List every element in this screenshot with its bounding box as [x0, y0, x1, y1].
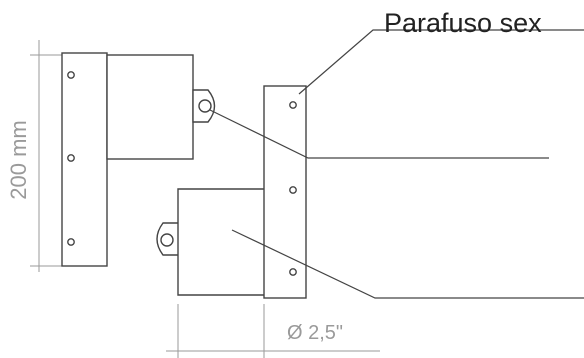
left-leaf-hole-top: [67, 71, 75, 79]
leader-lines: [209, 29, 584, 299]
height-dimension-label: 200 mm: [6, 120, 31, 199]
callout-top-label: Parafuso sex: [384, 8, 542, 38]
right-leaf-hole-top: [289, 101, 297, 109]
lower-hinge-body: [156, 188, 264, 296]
lower-body-box: [177, 188, 264, 296]
right-leaf-plate: [263, 85, 307, 299]
leader-top-callout: [298, 29, 584, 95]
upper-hinge-body: [106, 54, 216, 160]
leader-lower-body: [231, 229, 584, 299]
left-leaf-hole-bottom: [67, 238, 75, 246]
right-hinge-leaf: [263, 85, 307, 299]
diameter-dimension: [166, 304, 380, 358]
leader-upper-body: [209, 109, 549, 159]
lower-body-tab: [156, 222, 178, 256]
height-dimension: [30, 40, 62, 272]
right-leaf-hole-bottom: [289, 268, 297, 276]
left-leaf-hole-middle: [67, 154, 75, 162]
upper-body-tab-hole: [198, 99, 212, 113]
lower-body-tab-hole: [160, 233, 174, 247]
upper-body-box: [106, 54, 194, 160]
diameter-dimension-label: Ø 2,5": [287, 322, 343, 344]
right-leaf-hole-middle: [289, 186, 297, 194]
left-hinge-leaf: [61, 52, 108, 267]
